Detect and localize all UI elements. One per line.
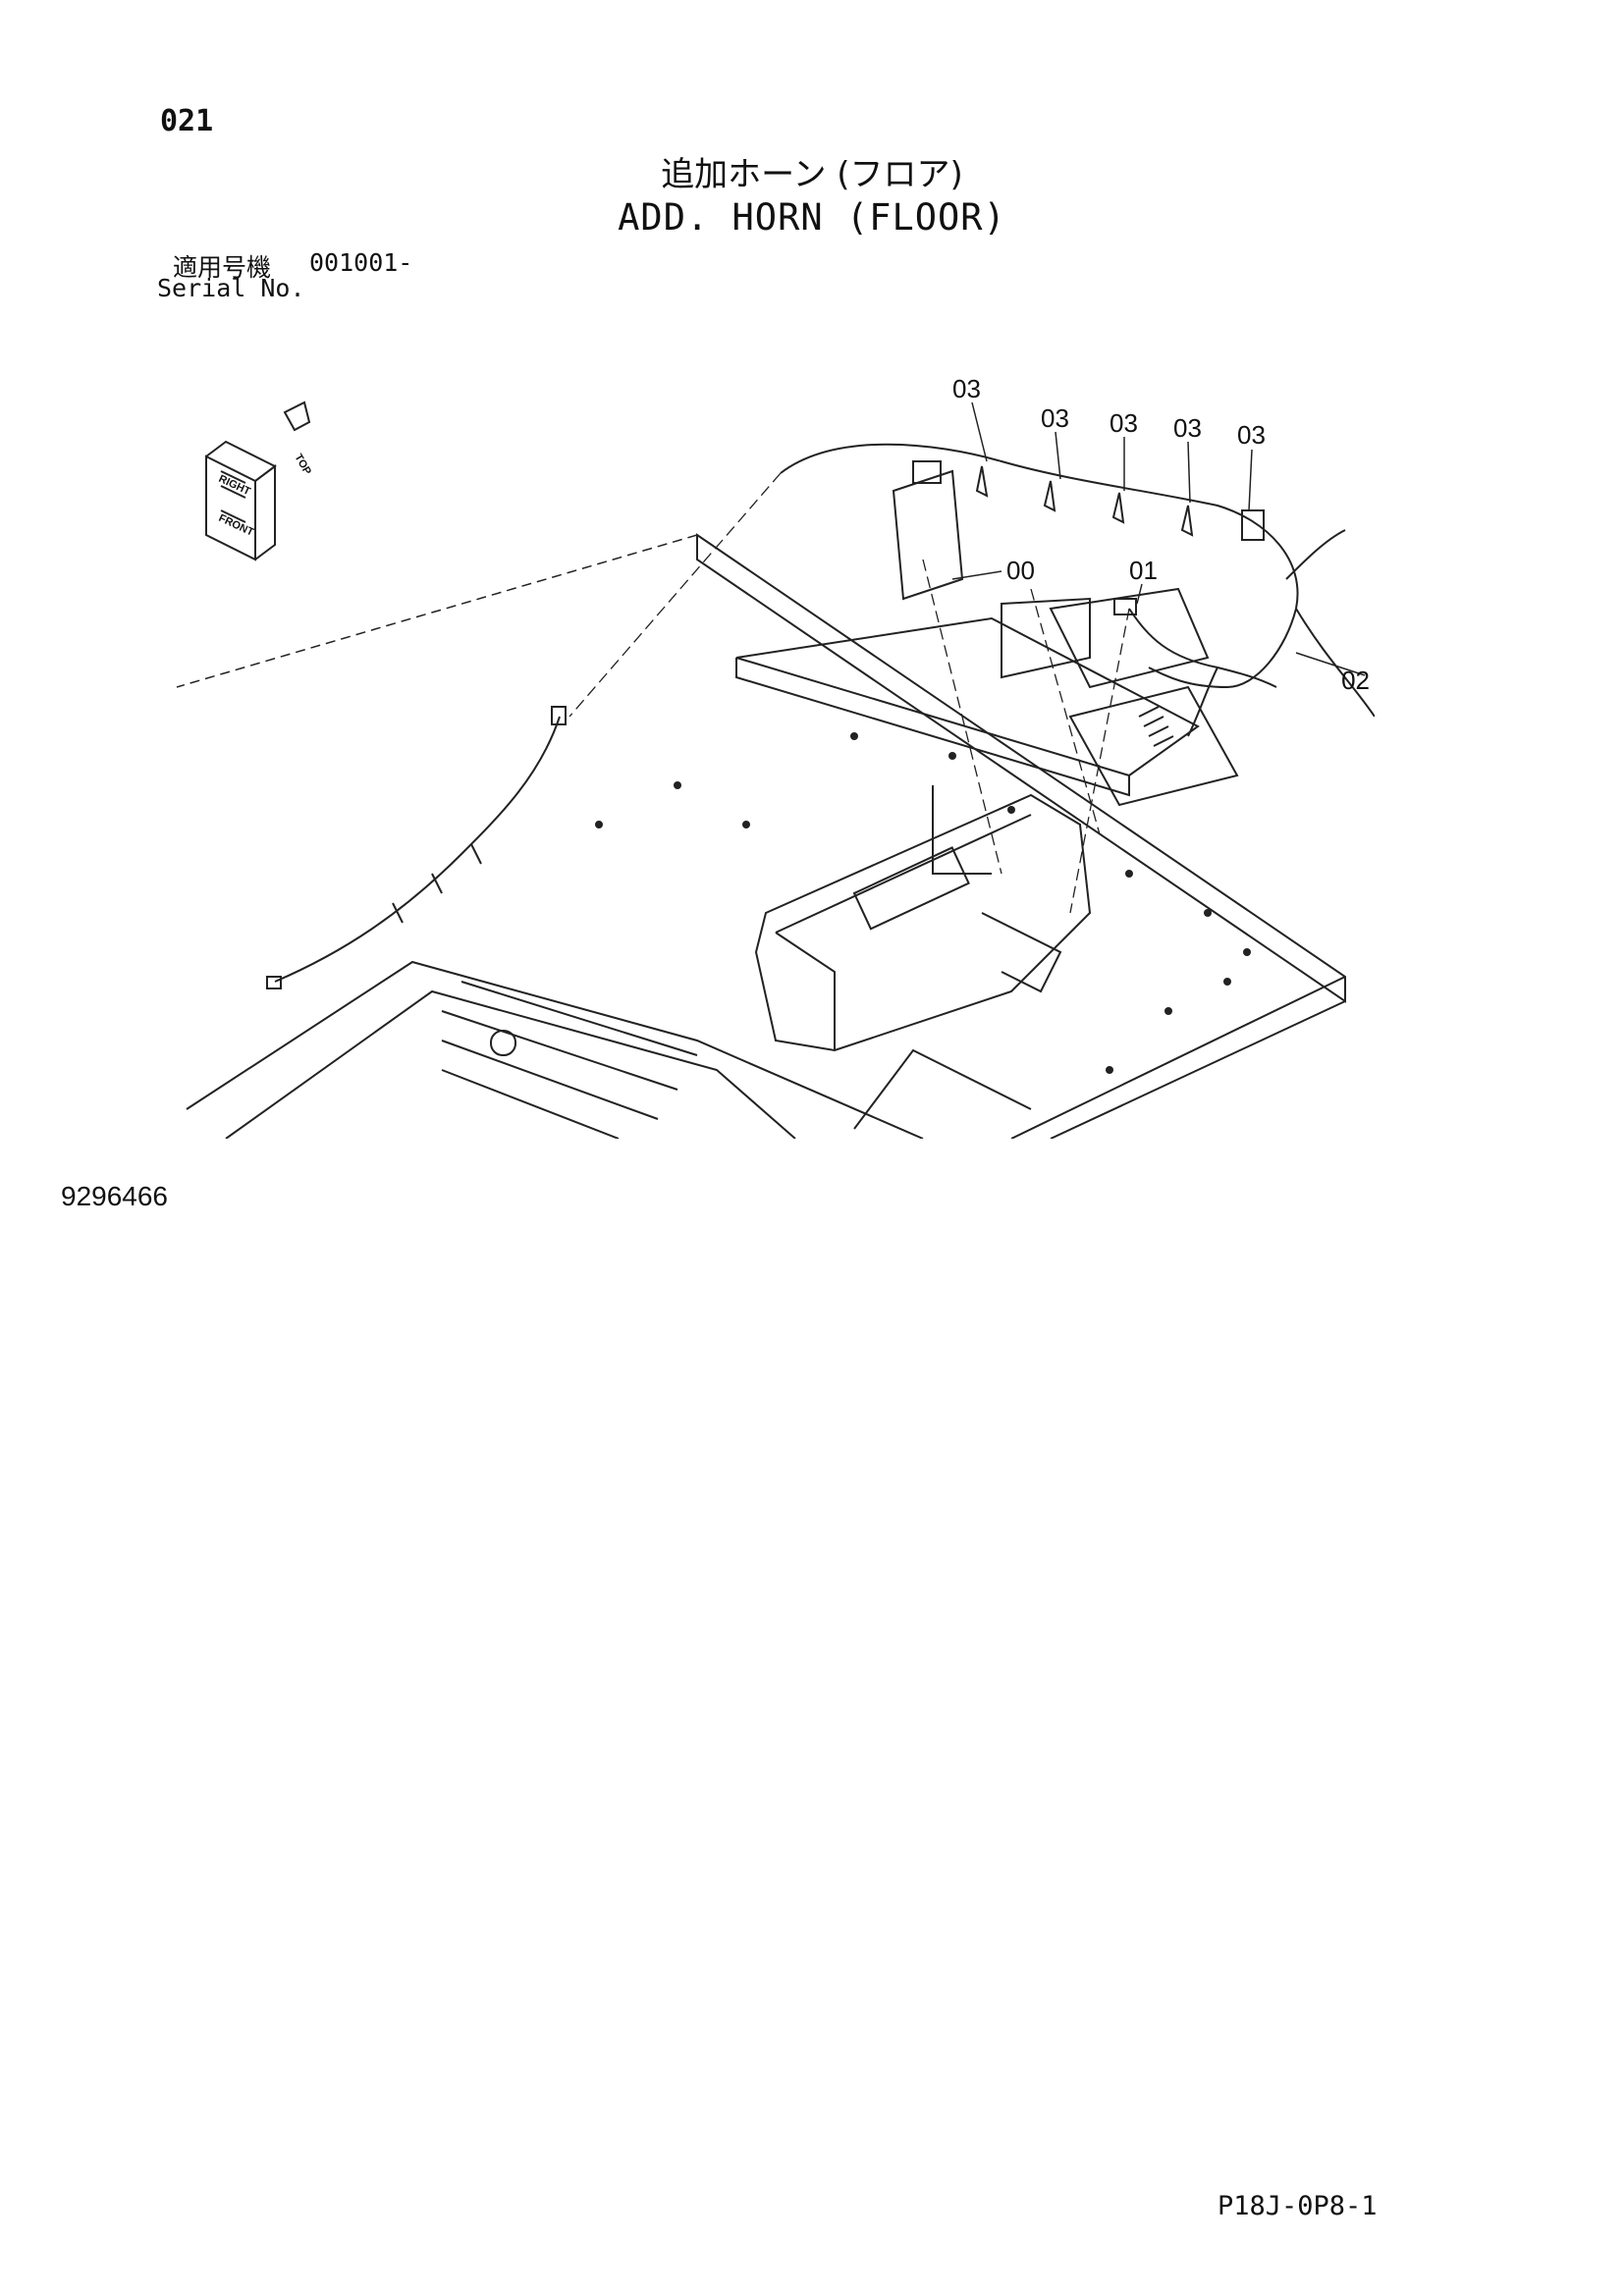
page-title-japanese: 追加ホーン (フロア) xyxy=(661,155,963,194)
callout-00: 00 xyxy=(1006,556,1035,585)
callout-03-c: 03 xyxy=(1110,408,1138,438)
serial-label-english: Serial No. xyxy=(157,274,305,302)
callout-03-e: 03 xyxy=(1237,420,1266,450)
callout-02: 02 xyxy=(1341,666,1370,695)
callout-03-d: 03 xyxy=(1173,413,1202,443)
floor-plate xyxy=(696,533,1346,1003)
orientation-front-label: FRONT xyxy=(217,512,256,539)
floor-mat xyxy=(186,960,924,1139)
orientation-cube-icon xyxy=(205,400,311,561)
serial-number-value: 001001- xyxy=(309,248,413,277)
wire-harness-main xyxy=(780,443,1299,689)
page-number: 021 xyxy=(160,104,214,138)
drawing-number: 9296466 xyxy=(61,1181,169,1211)
callout-01: 01 xyxy=(1129,556,1158,585)
orientation-top-label: TOP xyxy=(292,453,313,477)
console-housing xyxy=(754,793,1092,1052)
bracket-plate xyxy=(735,616,1200,777)
page-code: P18J-0P8-1 xyxy=(1218,2191,1378,2221)
wire-harness-sub xyxy=(1128,608,1277,688)
callout-03-b: 03 xyxy=(1041,403,1069,433)
serial-label-japanese: 適用号機 xyxy=(173,253,272,282)
exploded-parts-diagram: 03 03 03 03 03 00 01 02 TOP RIGHT FRONT xyxy=(176,374,1375,1139)
page-title-english: ADD. HORN (FLOOR) xyxy=(618,196,1006,239)
left-cable xyxy=(274,716,561,983)
callout-03-a: 03 xyxy=(952,374,981,403)
